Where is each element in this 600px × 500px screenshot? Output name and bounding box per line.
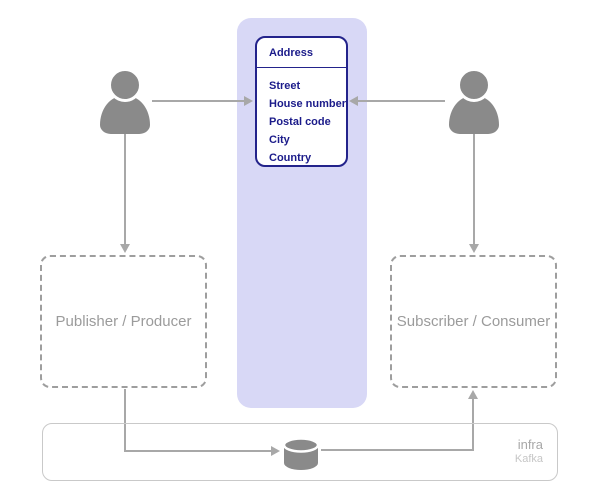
class-field: Street: [269, 80, 301, 92]
user-icon: [449, 68, 499, 134]
arrowhead-down-icon: [469, 244, 479, 253]
publisher-label: Publisher / Producer: [55, 313, 192, 330]
user-icon-head: [108, 68, 142, 102]
connector-publisher-to-kafka-vertical: [124, 389, 126, 451]
connector-left-user-to-publisher: [124, 134, 126, 245]
user-icon-head: [457, 68, 491, 102]
user-icon: [100, 68, 150, 134]
user-icon-body: [449, 96, 499, 134]
publisher-box: Publisher / Producer: [40, 255, 207, 388]
subscriber-label: Subscriber / Consumer: [396, 313, 551, 330]
connector-publisher-to-kafka-horizontal: [124, 450, 272, 452]
infra-subtitle: Kafka: [514, 453, 543, 466]
arrowhead-right-icon: [244, 96, 253, 106]
infra-labels: infra Kafka: [514, 437, 543, 466]
class-field-list: Street House number Postal code City Cou…: [257, 68, 346, 167]
arrowhead-down-icon: [120, 244, 130, 253]
connector-right-user-to-address: [357, 100, 445, 102]
arrowhead-left-icon: [349, 96, 358, 106]
address-class-box: Address Street House number Postal code …: [255, 36, 348, 167]
class-field: Postal code: [269, 116, 331, 128]
connector-kafka-to-subscriber-horizontal: [321, 449, 473, 451]
connector-right-user-to-subscriber: [473, 134, 475, 245]
class-field: House number: [269, 98, 347, 110]
subscriber-box: Subscriber / Consumer: [390, 255, 557, 388]
infra-container: infra Kafka: [42, 423, 558, 481]
database-icon: [282, 437, 320, 470]
infra-title: infra: [517, 437, 543, 453]
class-field: Country: [269, 152, 312, 164]
user-icon-body: [100, 96, 150, 134]
arrowhead-up-icon: [468, 390, 478, 399]
arrowhead-right-icon: [271, 446, 280, 456]
class-title: Address: [257, 38, 346, 68]
class-field: City: [269, 134, 290, 146]
connector-kafka-to-subscriber-vertical: [472, 398, 474, 451]
connector-left-user-to-address: [152, 100, 245, 102]
